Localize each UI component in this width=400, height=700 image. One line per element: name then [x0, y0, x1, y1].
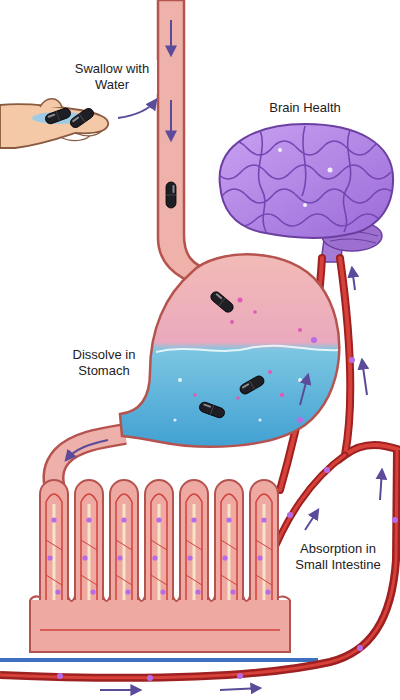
sparkle	[303, 203, 307, 207]
intestine-wall-outline	[30, 600, 290, 652]
villus	[250, 480, 278, 620]
capsule	[44, 107, 72, 125]
fingers	[60, 131, 102, 141]
callout-label: Swallow with Water	[67, 60, 157, 94]
dissolving-particles	[193, 298, 302, 400]
sparkle	[278, 148, 282, 152]
capsule	[198, 401, 226, 419]
artery-shine	[0, 450, 397, 678]
thumb	[40, 99, 62, 107]
capillary	[40, 629, 280, 631]
villus	[145, 480, 173, 620]
capsule	[68, 106, 95, 129]
villus	[180, 480, 208, 620]
cerebrum	[220, 124, 393, 238]
capsule	[238, 374, 266, 396]
vein	[0, 658, 318, 662]
esophagus	[158, 0, 210, 285]
nutrient-dots	[57, 337, 398, 681]
villus	[75, 480, 103, 620]
villus	[110, 480, 138, 620]
callout-label: Dissolve in Stomach	[64, 346, 144, 380]
intestine-wall	[30, 600, 290, 652]
stomach	[120, 254, 339, 446]
small-intestine	[30, 480, 290, 652]
sparkle	[328, 168, 333, 173]
callout-label: Absorption in Small Intestine	[286, 540, 390, 574]
brain	[216, 124, 397, 262]
villus	[215, 480, 243, 620]
flow-arrows	[100, 268, 382, 690]
artery-shine	[340, 258, 400, 455]
brain-folds	[216, 126, 397, 232]
brain-glow	[207, 120, 400, 240]
flow-arrow	[66, 440, 108, 460]
capsule	[166, 182, 176, 208]
swallow-arrow	[118, 100, 156, 118]
callout-label: Brain Health	[266, 99, 344, 117]
artery	[340, 258, 400, 455]
capsule	[209, 290, 235, 314]
hand	[0, 99, 108, 148]
water-line	[156, 346, 338, 352]
artery	[0, 450, 397, 678]
crypt-outline	[30, 596, 290, 601]
flow-arrow	[170, 100, 172, 140]
flow-arrow	[170, 20, 172, 55]
bubbles	[173, 378, 302, 422]
palm	[0, 104, 108, 148]
villus	[40, 480, 68, 620]
